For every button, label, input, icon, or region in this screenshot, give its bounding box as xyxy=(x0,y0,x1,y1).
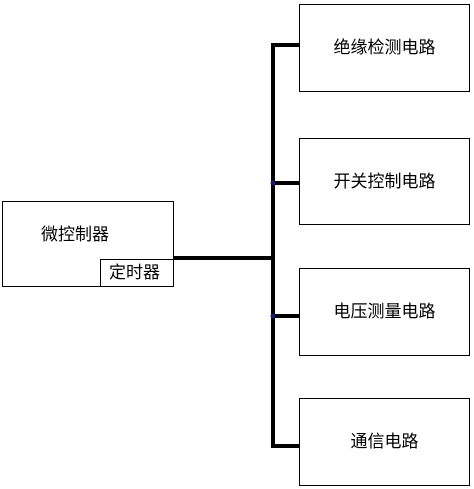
timer-label: 定时器 xyxy=(109,263,160,283)
switch-control-circuit-label: 开关控制电路 xyxy=(333,171,436,192)
junction-dot-voltage xyxy=(270,313,276,319)
voltage-measurement-circuit-box: 电压测量电路 xyxy=(299,268,470,356)
insulation-detection-circuit-label: 绝缘检测电路 xyxy=(333,38,436,58)
communication-circuit-label: 通信电路 xyxy=(350,432,419,452)
microcontroller-label: 微控制器 xyxy=(41,225,109,245)
timer-box: 定时器 xyxy=(100,259,174,287)
junction-dot-switch xyxy=(270,180,276,186)
microcontroller-box: 微控制器 定时器 xyxy=(2,201,174,287)
insulation-detection-circuit-box: 绝缘检测电路 xyxy=(299,4,470,92)
voltage-measurement-circuit-label: 电压测量电路 xyxy=(333,302,436,322)
switch-control-circuit-box: 开关控制电路 xyxy=(299,138,470,225)
communication-circuit-box: 通信电路 xyxy=(299,398,470,486)
